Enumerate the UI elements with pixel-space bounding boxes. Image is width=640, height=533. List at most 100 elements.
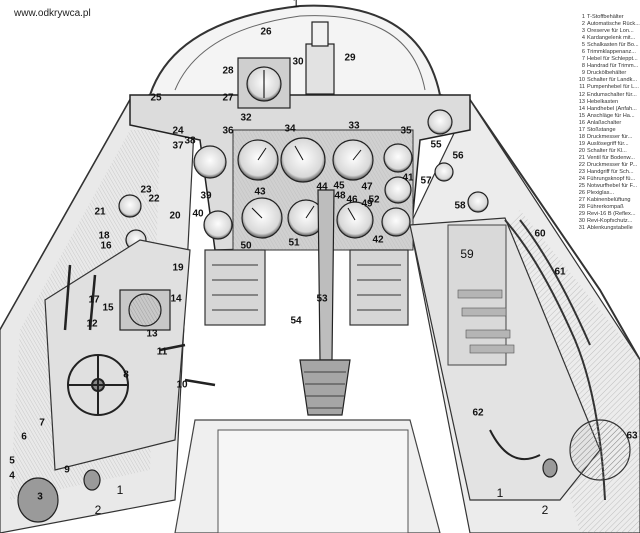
legend-text: Schalkasten für Bo... xyxy=(587,42,639,49)
callout-number: 8 xyxy=(123,369,129,381)
callout-number: 13 xyxy=(146,328,158,340)
legend-text: Führungsknopf fü... xyxy=(587,176,636,183)
legend-text: Notwurfhebel für F... xyxy=(587,183,638,190)
legend-text: Handrad für Trimm... xyxy=(587,63,639,70)
legend-number: 31 xyxy=(578,225,585,232)
legend-number: 26 xyxy=(578,190,585,197)
callout-number: 35 xyxy=(400,125,412,137)
legend-number: 28 xyxy=(578,204,585,211)
legend-text: Revi-16 B (Reflex... xyxy=(587,211,636,218)
legend-number: 11 xyxy=(579,84,585,91)
callout-number: 36 xyxy=(222,125,234,137)
legend-text: Hebel für Schleppt... xyxy=(587,56,638,63)
callout-number: 18 xyxy=(98,230,110,242)
legend-text: Kardangelenk mit... xyxy=(587,35,636,42)
callout-number: 28 xyxy=(222,65,234,77)
callout-number: 25 xyxy=(150,92,162,104)
callout-number: 1 xyxy=(496,486,504,500)
legend-number: 18 xyxy=(578,133,585,140)
legend-number: 4 xyxy=(581,35,585,42)
callout-number: 39 xyxy=(200,190,212,202)
callout-number: 47 xyxy=(361,181,373,193)
legend-number: 30 xyxy=(578,218,585,225)
callout-number: 2 xyxy=(94,503,102,517)
callout-number: 10 xyxy=(176,379,188,391)
control-stick xyxy=(299,189,351,416)
callout-number: 26 xyxy=(260,26,272,38)
callout-number: 15 xyxy=(102,302,114,314)
callout-number: 4 xyxy=(9,470,15,482)
rudder-pedals xyxy=(204,249,409,326)
legend-number: 8 xyxy=(581,63,585,70)
callout-number: 41 xyxy=(402,172,414,184)
callout-number: 62 xyxy=(472,407,484,419)
trim-handwheel xyxy=(67,354,129,416)
callout-number: 51 xyxy=(288,237,300,249)
legend-number: 14 xyxy=(578,105,585,112)
callout-number: 50 xyxy=(240,240,252,252)
compass xyxy=(237,57,291,109)
callout-number: 12 xyxy=(86,318,98,330)
watermark: www.odkrywca.pl xyxy=(14,8,91,19)
legend-number: 15 xyxy=(578,112,585,119)
legend-text: Kabinenbelüftung xyxy=(587,197,631,204)
callout-number: 40 xyxy=(192,208,204,220)
callout-number: 61 xyxy=(554,266,566,278)
callout-number: 20 xyxy=(169,210,181,222)
callout-number: 48 xyxy=(334,190,346,202)
legend-number: 3 xyxy=(581,28,585,35)
legend-text: Ablenkungstabelle xyxy=(587,225,633,232)
callout-number: 53 xyxy=(316,293,328,305)
callout-number: 34 xyxy=(284,123,296,135)
callout-number: 22 xyxy=(148,193,160,205)
callout-number: 42 xyxy=(372,234,384,246)
legend-text: T-Stoffbehälter xyxy=(587,14,624,20)
legend-text: Schalter für Landk... xyxy=(587,77,638,84)
legend-text: Trimmklappenanz... xyxy=(587,49,636,56)
legend-text: Pumpenhebel für L... xyxy=(587,84,639,91)
callout-number: 24 xyxy=(172,125,184,137)
callout-number: 16 xyxy=(100,240,112,252)
legend-text: Anschläge für Ha... xyxy=(587,112,635,119)
legend-text: Oreserve für Lon... xyxy=(587,28,634,35)
legend-number: 21 xyxy=(578,154,585,161)
callout-number: 55 xyxy=(430,139,442,151)
fuel-pump-cylinders xyxy=(17,458,558,523)
callout-number: 58 xyxy=(454,200,466,212)
legend-text: Druckmesser für P... xyxy=(587,161,638,168)
callout-number: 17 xyxy=(88,294,100,306)
callout-number: 23 xyxy=(140,184,152,196)
legend-number: 29 xyxy=(578,211,585,218)
callout-number: 3 xyxy=(37,491,43,503)
legend-number: 22 xyxy=(578,161,585,168)
callout-number: 54 xyxy=(290,315,302,327)
callout-number: 21 xyxy=(94,206,106,218)
callout-number: 29 xyxy=(344,52,356,64)
legend-number: 20 xyxy=(578,147,585,154)
callout-number: 2 xyxy=(541,503,549,517)
callout-number: 59 xyxy=(460,247,474,261)
legend-number: 13 xyxy=(578,98,585,105)
right-cable xyxy=(489,429,541,460)
legend-number: 25 xyxy=(578,183,585,190)
legend-text: Automatische Rück... xyxy=(587,21,640,28)
